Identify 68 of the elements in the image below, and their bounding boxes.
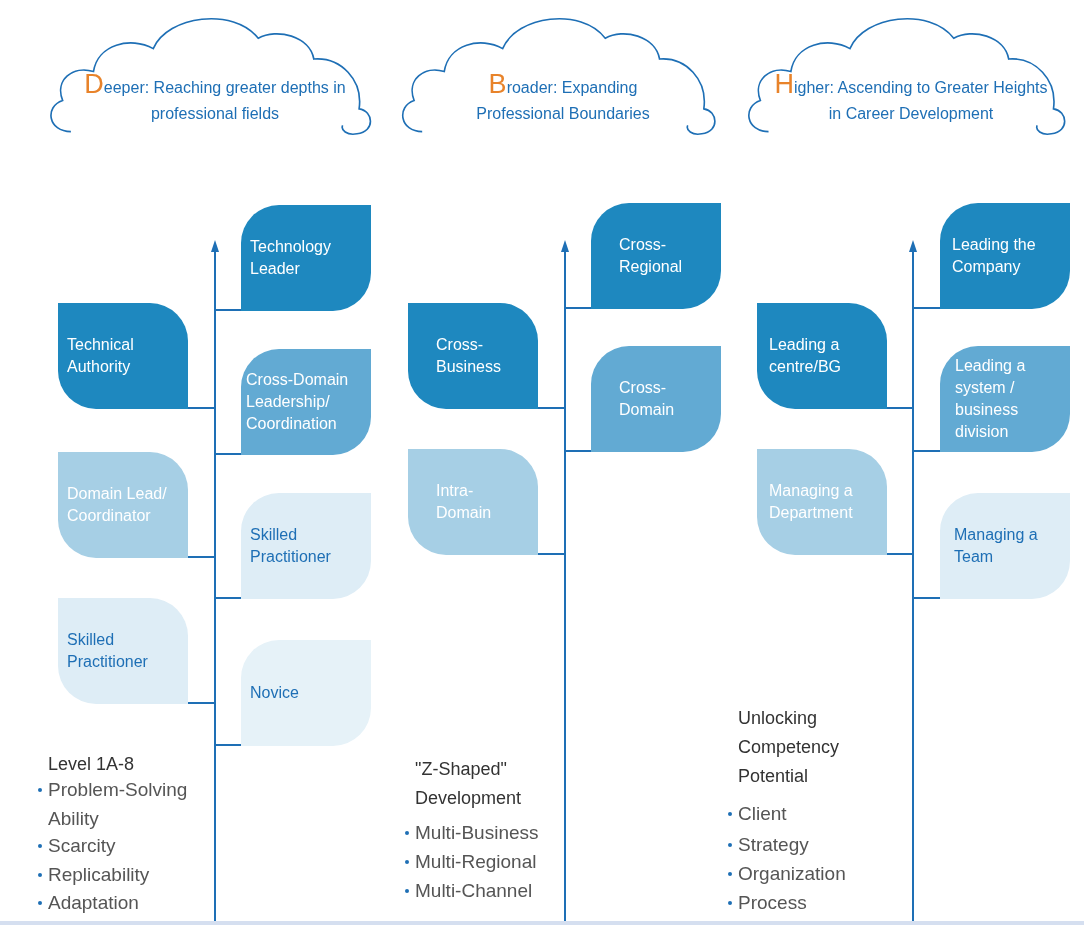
bullet-item: Replicability <box>38 860 213 889</box>
leaf-label: Intra-Domain <box>436 481 493 523</box>
leaf-label: Cross-Business <box>436 335 502 377</box>
leaf-box <box>940 346 1070 452</box>
stem-line <box>565 450 592 452</box>
bullet-item: Adaptation <box>38 888 213 917</box>
leaf-label: Cross-Regional <box>619 235 684 277</box>
axis-arrow <box>908 238 918 921</box>
stem-line <box>886 553 913 555</box>
leaf-label: Novice <box>250 683 300 703</box>
stem-line <box>913 597 941 599</box>
stem-line <box>215 597 242 599</box>
leaf-box <box>940 493 1070 599</box>
leaf-box <box>58 452 188 558</box>
stem-line <box>913 450 941 452</box>
stem-line <box>886 407 913 409</box>
leaf-box <box>241 640 371 746</box>
axis-arrow <box>560 238 570 921</box>
leaf-label: Domain Lead/ Coordinator <box>67 484 168 526</box>
heading-text: Unlocking Competency Potential <box>738 707 841 788</box>
cloud-text: Broader: Expanding Professional Boundaries <box>475 70 651 124</box>
leaf-label: Skilled Practitioner <box>250 525 332 567</box>
bullet-item: Problem-Solving Ability <box>38 775 213 833</box>
bullet-item: Organization <box>728 859 878 888</box>
bullet-item: Process <box>728 888 878 917</box>
leaf-label: Technology Leader <box>250 237 332 279</box>
stem-line <box>215 744 242 746</box>
leaf-label: Technical Authority <box>67 335 135 377</box>
bullet-item: Multi-Business <box>405 818 565 847</box>
leaf-label: Skilled Practitioner <box>67 630 149 672</box>
stem-line <box>565 307 592 309</box>
stem-line <box>215 309 242 311</box>
leaf-box <box>58 303 188 409</box>
leaf-label: Cross-Domain Leadership/ Coordination <box>246 370 350 434</box>
axis-arrow <box>210 238 220 921</box>
leaf-label: Managing a Department <box>769 481 854 523</box>
stem-line <box>187 407 215 409</box>
leaf-box <box>408 303 538 409</box>
leaf-box <box>408 449 538 555</box>
cloud-text: Deeper: Reaching greater depths in professional fields <box>83 70 347 124</box>
heading-text: "Z-Shaped" Development <box>415 758 523 810</box>
leaf-label: Leading a centre/BG <box>769 335 843 377</box>
stem-line <box>215 453 242 455</box>
leaf-box <box>591 203 721 309</box>
leaf-box <box>591 346 721 452</box>
stem-line <box>187 556 215 558</box>
leaf-box <box>58 598 188 704</box>
cloud-text: Higher: Ascending to Greater Heights in Career Development <box>773 70 1049 124</box>
leaf-label: Leading a system / business division <box>955 356 1027 442</box>
stem-line <box>913 307 941 309</box>
leaf-label: Cross-Domain <box>619 378 676 420</box>
stem-line <box>187 702 215 704</box>
stem-line <box>537 407 565 409</box>
stem-line <box>537 553 565 555</box>
leaf-label: Managing a Team <box>954 525 1039 567</box>
leaf-box <box>757 449 887 555</box>
bullet-item: Strategy <box>728 830 878 859</box>
leaf-box <box>241 493 371 599</box>
bullet-item: Multi-Regional <box>405 847 565 876</box>
heading-text: Level 1A-8 <box>48 753 136 776</box>
leaf-box <box>940 203 1070 309</box>
bullet-item: Multi-Channel <box>405 876 565 905</box>
leaf-box <box>241 349 371 455</box>
leaf-box <box>757 303 887 409</box>
leaf-box <box>241 205 371 311</box>
bullet-item: Scarcity <box>38 831 213 860</box>
leaf-label: Leading the Company <box>952 235 1037 277</box>
bullet-item: Client <box>728 799 878 828</box>
